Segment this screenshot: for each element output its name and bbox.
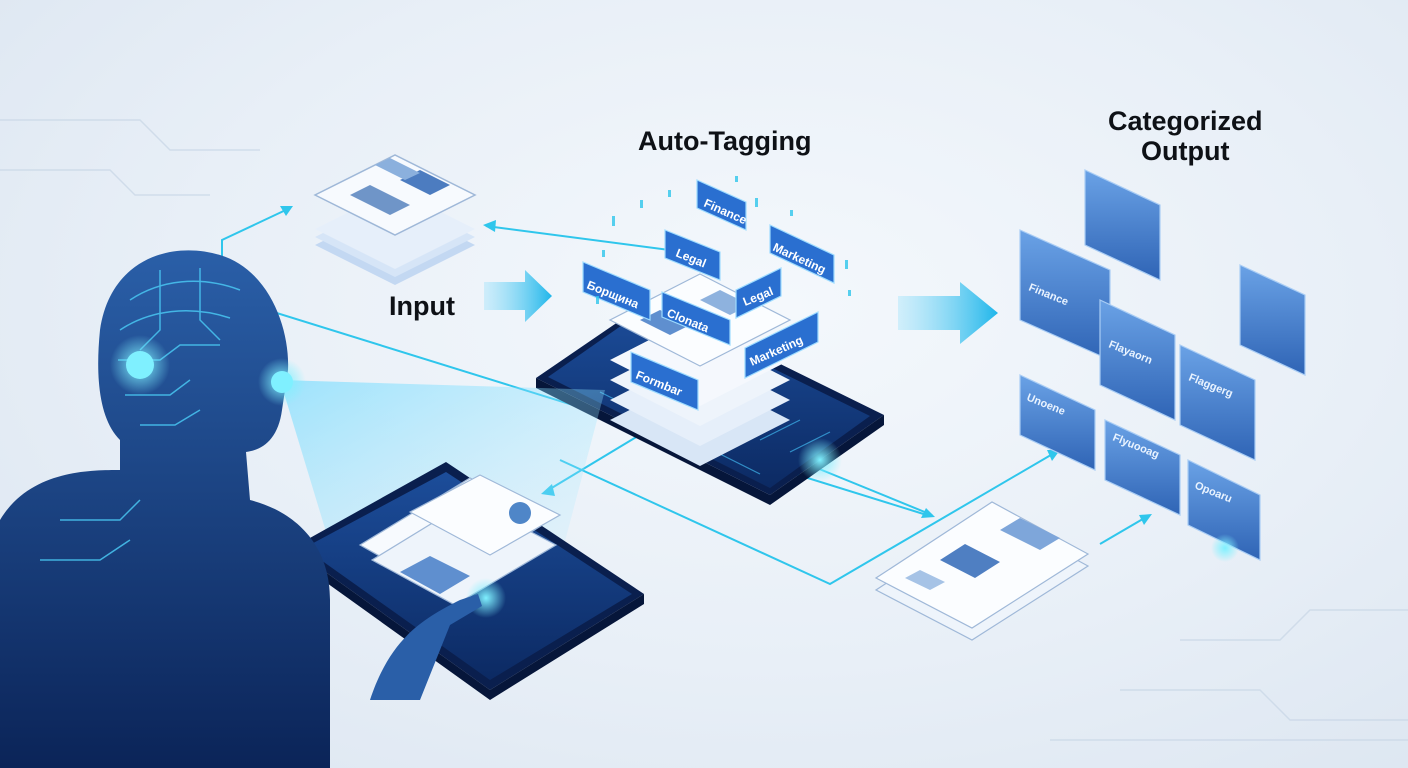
- folder-top-left: Finance: [1019, 229, 1111, 361]
- folder-right: Flaggerg: [1179, 344, 1256, 461]
- output-arrow: [898, 282, 998, 344]
- folder-middle: Flayaorn: [1099, 299, 1176, 421]
- tag-finance: Finance: [696, 179, 749, 231]
- folder-bottom-right: Opoaru: [1187, 459, 1261, 561]
- input-arrow: [484, 270, 552, 322]
- folder-bottom-left: Unoene: [1019, 374, 1096, 471]
- output-document-sheets: [874, 501, 1090, 641]
- robot-tablet: [292, 462, 644, 700]
- background-circuit-lines: [0, 119, 1408, 741]
- folder-grid: Finance Flayaorn Flaggerg Unoene Flyuooa…: [1019, 169, 1306, 562]
- input-label: Input: [389, 291, 455, 321]
- folder-bottom-middle: Flyuooag: [1104, 419, 1181, 516]
- categorized-output-line1: Categorized: [1108, 106, 1263, 136]
- input-document-stack: [313, 154, 477, 285]
- tag-left: Борщина: [582, 261, 651, 321]
- tag-bottom: Formbar: [630, 351, 699, 411]
- tag-legal-right: Legal: [735, 267, 782, 319]
- ai-robot-figure: [0, 250, 482, 768]
- categorized-output-label: Categorized Output: [1108, 106, 1263, 166]
- data-particles: [596, 176, 851, 304]
- folder-top-right: [1239, 264, 1306, 376]
- categorized-output-line2: Output: [1141, 136, 1230, 166]
- folder-top-back: [1084, 169, 1161, 281]
- auto-tagging-label: Auto-Tagging: [638, 126, 812, 156]
- tag-legal-left: Legal: [664, 229, 721, 281]
